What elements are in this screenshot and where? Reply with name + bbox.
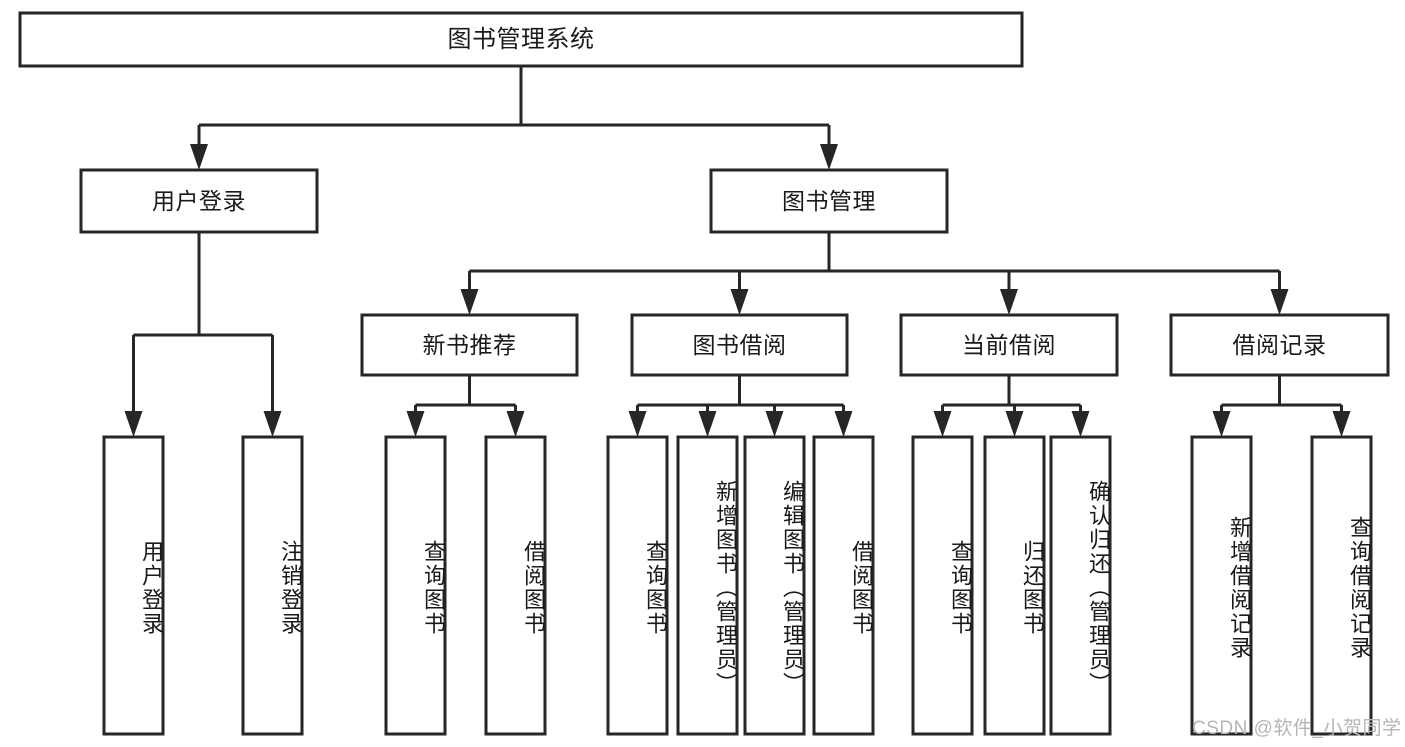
node-box-leaf-query-book-3[interactable] [911,435,974,736]
arrowhead-leaf-user-logout [263,411,282,437]
node-box-leaf-query-book-2[interactable] [606,435,669,736]
node-box-current-borrow[interactable] [899,313,1119,377]
arrowhead-new-book-recommend [460,289,479,315]
arrowhead-leaf-borrow-book-2 [834,411,853,437]
arrowhead-leaf-borrow-book-1 [506,411,525,437]
node-box-root[interactable] [18,11,1024,68]
arrowhead-user-login [190,144,208,170]
node-box-leaf-query-book-1[interactable] [384,435,447,736]
node-box-leaf-return-book[interactable] [983,435,1046,736]
arrowhead-book-manage [820,144,838,170]
node-box-leaf-user-login[interactable] [102,435,165,736]
arrowhead-current-borrow [1000,289,1018,315]
arrowhead-leaf-query-book-3 [933,411,952,437]
node-box-book-borrow[interactable] [630,313,849,377]
arrowhead-leaf-edit-book [765,411,784,437]
arrowhead-leaf-query-book-1 [406,411,425,437]
arrowhead-leaf-query-record [1332,411,1351,437]
node-box-leaf-query-record[interactable] [1310,435,1373,736]
connectors-layer [124,66,1351,437]
arrowhead-book-borrow [730,289,749,315]
node-box-leaf-edit-book[interactable] [743,435,806,736]
node-box-leaf-add-record[interactable] [1190,435,1253,736]
node-box-new-book-recommend[interactable] [360,313,579,377]
arrowhead-leaf-query-book-2 [628,411,647,437]
nodes-layer [18,11,1390,736]
arrowhead-leaf-add-record [1212,411,1231,437]
arrowhead-borrow-record [1270,289,1289,315]
arrowhead-leaf-return-book [1005,411,1024,437]
arrowhead-leaf-add-book [698,411,717,437]
arrowhead-leaf-user-login [124,411,143,437]
node-box-leaf-borrow-book-2[interactable] [812,435,875,736]
node-box-leaf-borrow-book-1[interactable] [484,435,547,736]
node-box-leaf-user-logout[interactable] [241,435,304,736]
node-box-leaf-confirm-return[interactable] [1049,435,1112,736]
node-box-leaf-add-book[interactable] [676,435,739,736]
arrowhead-leaf-confirm-return [1071,411,1090,437]
node-box-book-manage[interactable] [709,168,949,234]
node-box-user-login[interactable] [79,168,319,234]
node-box-borrow-record[interactable] [1169,313,1390,377]
